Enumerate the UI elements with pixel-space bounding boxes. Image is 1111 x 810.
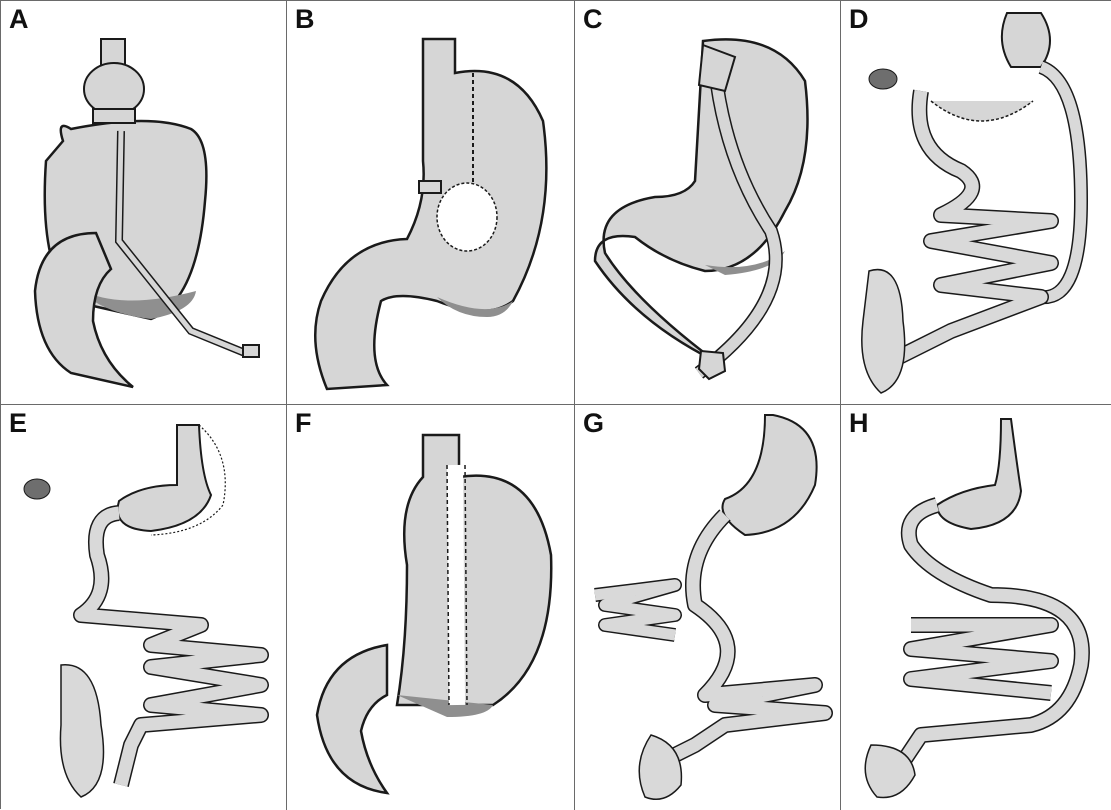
panel-g: G	[575, 405, 841, 810]
roux-en-y-segment-illustration	[575, 405, 841, 810]
panel-e: E	[1, 405, 287, 810]
gastric-band-illustration	[1, 1, 287, 405]
sleeve-gastrectomy-illustration	[287, 405, 575, 810]
panel-b: B	[287, 1, 575, 405]
panel-a: A	[1, 1, 287, 405]
roux-en-y-gastric-bypass-illustration	[841, 405, 1111, 810]
panel-h: H	[841, 405, 1111, 810]
panel-f: F	[287, 405, 575, 810]
vertical-banded-gastroplasty-illustration	[287, 1, 575, 405]
panel-d: D	[841, 1, 1111, 405]
biliopancreatic-diversion-illustration	[841, 1, 1111, 405]
duodenal-switch-illustration	[1, 405, 287, 810]
gastric-bypass-loop-illustration	[575, 1, 841, 405]
panel-c: C	[575, 1, 841, 405]
